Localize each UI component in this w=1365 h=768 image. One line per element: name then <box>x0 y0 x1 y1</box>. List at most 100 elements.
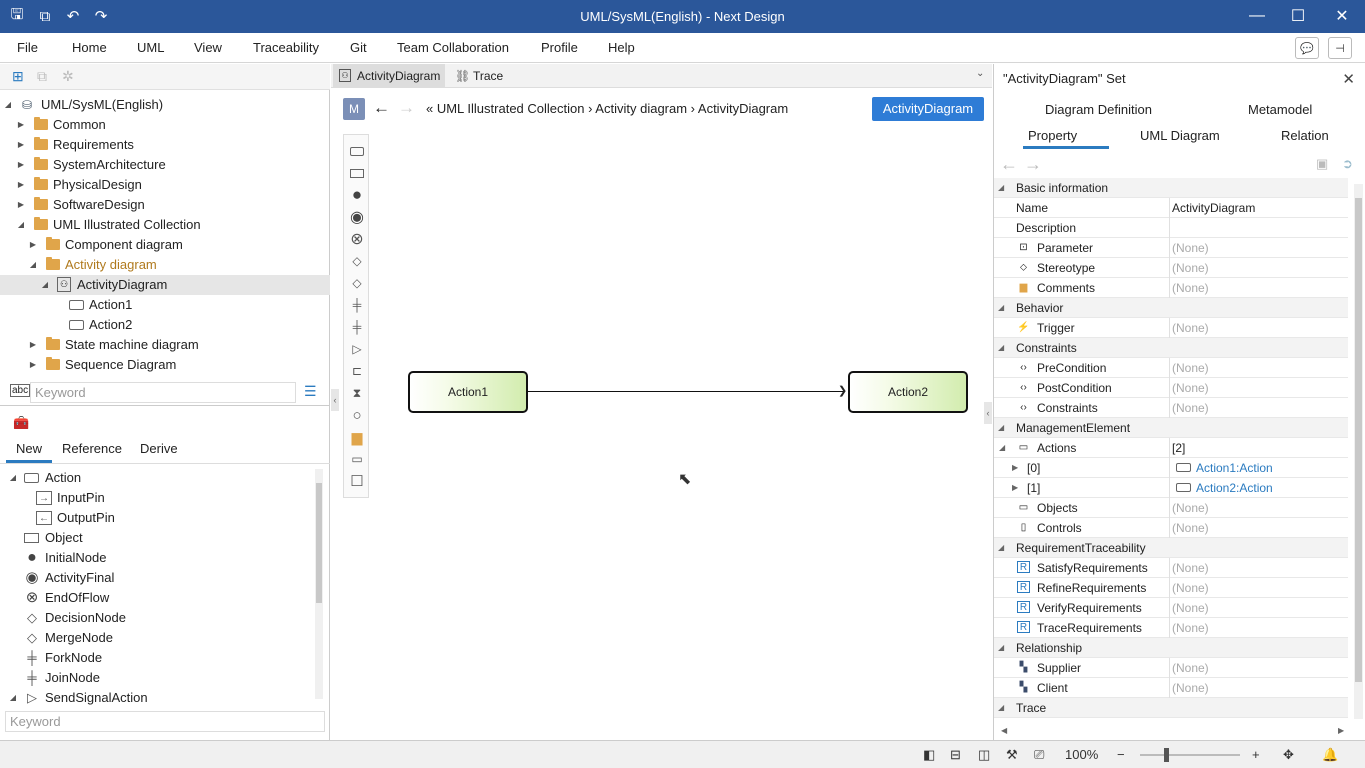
right-splitter[interactable]: ‹ <box>984 402 992 424</box>
tab-activitydiagram[interactable]: ⚇ ActivityDiagram <box>333 64 445 88</box>
time-event-icon[interactable]: ⧗ <box>352 385 362 400</box>
tree-item[interactable]: ◢UML Illustrated Collection <box>0 215 330 235</box>
tab-reference[interactable]: Reference <box>62 441 122 456</box>
close-icon[interactable]: ✕ <box>1342 71 1355 88</box>
menu-git[interactable]: Git <box>350 40 367 55</box>
toolbox-item[interactable]: →InputPin <box>0 488 320 508</box>
property-row[interactable]: [1]▶Action2:Action <box>994 478 1348 498</box>
property-row[interactable]: Parameter⊡(None) <box>994 238 1348 258</box>
property-row[interactable]: Comments▆(None) <box>994 278 1348 298</box>
tab-diagram-definition[interactable]: Diagram Definition <box>1045 102 1152 117</box>
object-shape-icon[interactable] <box>349 165 365 181</box>
back-arrow-icon[interactable]: ← <box>373 98 390 117</box>
menu-profile[interactable]: Profile <box>541 40 578 55</box>
join-node-icon[interactable]: ╪ <box>352 320 362 334</box>
property-row[interactable]: Trigger⚡(None) <box>994 318 1348 338</box>
frame-icon[interactable]: ☐ <box>350 473 364 490</box>
merge-node-icon[interactable]: ◇ <box>352 276 362 290</box>
tree-item[interactable]: ▶SystemArchitecture <box>0 155 330 175</box>
tab-property[interactable]: Property <box>1028 128 1078 143</box>
tree-item[interactable]: ▶Component diagram <box>0 235 330 255</box>
circle-icon[interactable]: ○ <box>352 406 362 424</box>
collapse-icon[interactable]: ◢ <box>998 343 1005 352</box>
property-row[interactable]: Controls▯(None) <box>994 518 1348 538</box>
close-icon[interactable]: ✕ <box>1335 8 1349 25</box>
property-row[interactable]: Description <box>994 218 1348 238</box>
layout-split-icon[interactable]: ⊟ <box>950 747 961 762</box>
chevron-down-icon[interactable]: ⌄ <box>976 68 985 79</box>
scroll-right-icon[interactable]: ▶ <box>1338 726 1345 735</box>
tree-item[interactable]: ▶State machine diagram <box>0 335 330 355</box>
toolbox-item[interactable]: ◇DecisionNode <box>0 608 320 628</box>
accept-event-icon[interactable]: ⊏ <box>351 364 363 378</box>
zoom-in-icon[interactable]: + <box>1252 747 1260 762</box>
fork-node-icon[interactable]: ╪ <box>352 298 362 312</box>
tool-icon[interactable]: ⚒ <box>1006 747 1018 762</box>
property-row[interactable]: Actions▭◢[2] <box>994 438 1348 458</box>
model-tree-icon[interactable]: ⊞ <box>12 68 24 84</box>
collapse-icon[interactable]: ◢ <box>998 703 1005 712</box>
layout-columns-icon[interactable]: ◫ <box>978 747 991 762</box>
tree-item[interactable]: ▶Sequence Diagram <box>0 355 330 375</box>
toolbox-item[interactable]: ╪ForkNode <box>0 648 320 668</box>
tree-item[interactable]: ▶Common <box>0 115 330 135</box>
tab-uml-diagram[interactable]: UML Diagram <box>1140 128 1220 143</box>
property-row[interactable]: Supplier▚(None) <box>994 658 1348 678</box>
model-icon[interactable]: ▣ <box>1316 156 1329 171</box>
toolbox-item[interactable]: ◢Action <box>0 468 320 488</box>
menu-uml[interactable]: UML <box>137 40 165 55</box>
send-signal-icon[interactable]: ▷ <box>352 342 362 356</box>
property-section[interactable]: ◢RequirementTraceability <box>994 538 1348 558</box>
collapse-icon[interactable]: ◢ <box>998 543 1005 552</box>
tree-item[interactable]: ▶Requirements <box>0 135 330 155</box>
save-all-icon[interactable]: ⧉ <box>39 7 51 25</box>
menu-team-collaboration[interactable]: Team Collaboration <box>397 40 510 55</box>
collapse-icon[interactable]: ◢ <box>998 303 1005 312</box>
decision-node-icon[interactable]: ◇ <box>352 254 362 268</box>
goto-icon[interactable]: ➲ <box>1342 156 1353 171</box>
menu-traceability[interactable]: Traceability <box>253 40 319 55</box>
collapse-icon[interactable]: ◢ <box>4 100 12 109</box>
expand-icon[interactable]: ▶ <box>1012 483 1019 492</box>
redo-icon[interactable]: ↷ <box>94 8 108 25</box>
property-value[interactable]: Action2:Action <box>1196 481 1273 495</box>
end-of-flow-icon[interactable]: ⊗ <box>350 231 364 248</box>
abc-icon[interactable]: abc <box>10 384 31 397</box>
expand-icon[interactable]: ▶ <box>1012 463 1019 472</box>
property-section[interactable]: ◢Constraints <box>994 338 1348 358</box>
tree-item[interactable]: ▶PhysicalDesign <box>0 175 330 195</box>
toolbox-item[interactable]: ⊗EndOfFlow <box>0 588 320 608</box>
tree-root[interactable]: ◢ ⛁ UML/SysML(English) <box>0 95 330 115</box>
action1-node[interactable]: Action1 <box>408 371 528 413</box>
collapse-icon[interactable]: ◢ <box>998 643 1005 652</box>
scroll-left-icon[interactable]: ◀ <box>1001 726 1008 735</box>
property-section[interactable]: ◢Relationship <box>994 638 1348 658</box>
zoom-out-icon[interactable]: − <box>1117 747 1125 762</box>
tree-item[interactable]: Action2 <box>0 315 330 335</box>
action2-node[interactable]: Action2 <box>848 371 968 413</box>
filter-icon[interactable]: ☰ <box>304 383 317 399</box>
notification-bell-icon[interactable]: 🔔 <box>1322 747 1339 762</box>
zoom-slider[interactable] <box>1140 748 1240 762</box>
screen-icon[interactable]: ⎚ <box>1034 747 1045 762</box>
collapse-icon[interactable]: ◢ <box>999 443 1006 452</box>
property-row[interactable]: PostCondition‹›(None) <box>994 378 1348 398</box>
toolbox-item[interactable]: ◇MergeNode <box>0 628 320 648</box>
tree-item[interactable]: Action1 <box>0 295 330 315</box>
toolbox-item[interactable]: ◉ActivityFinal <box>0 568 320 588</box>
menu-help[interactable]: Help <box>608 40 635 55</box>
minimize-icon[interactable]: — <box>1249 7 1265 24</box>
tree-item[interactable]: ◢Activity diagram <box>0 255 330 275</box>
tree-item[interactable]: ▶SoftwareDesign <box>0 195 330 215</box>
save-icon[interactable]: 🖫 <box>10 5 24 23</box>
property-row[interactable]: PreCondition‹›(None) <box>994 358 1348 378</box>
toolbox-item[interactable]: Object <box>0 528 320 548</box>
back-arrow-icon[interactable]: ← <box>1000 154 1018 174</box>
settings-icon[interactable]: ✲ <box>62 68 74 84</box>
property-row[interactable]: Stereotype⬦(None) <box>994 258 1348 278</box>
menu-home[interactable]: Home <box>72 40 107 55</box>
